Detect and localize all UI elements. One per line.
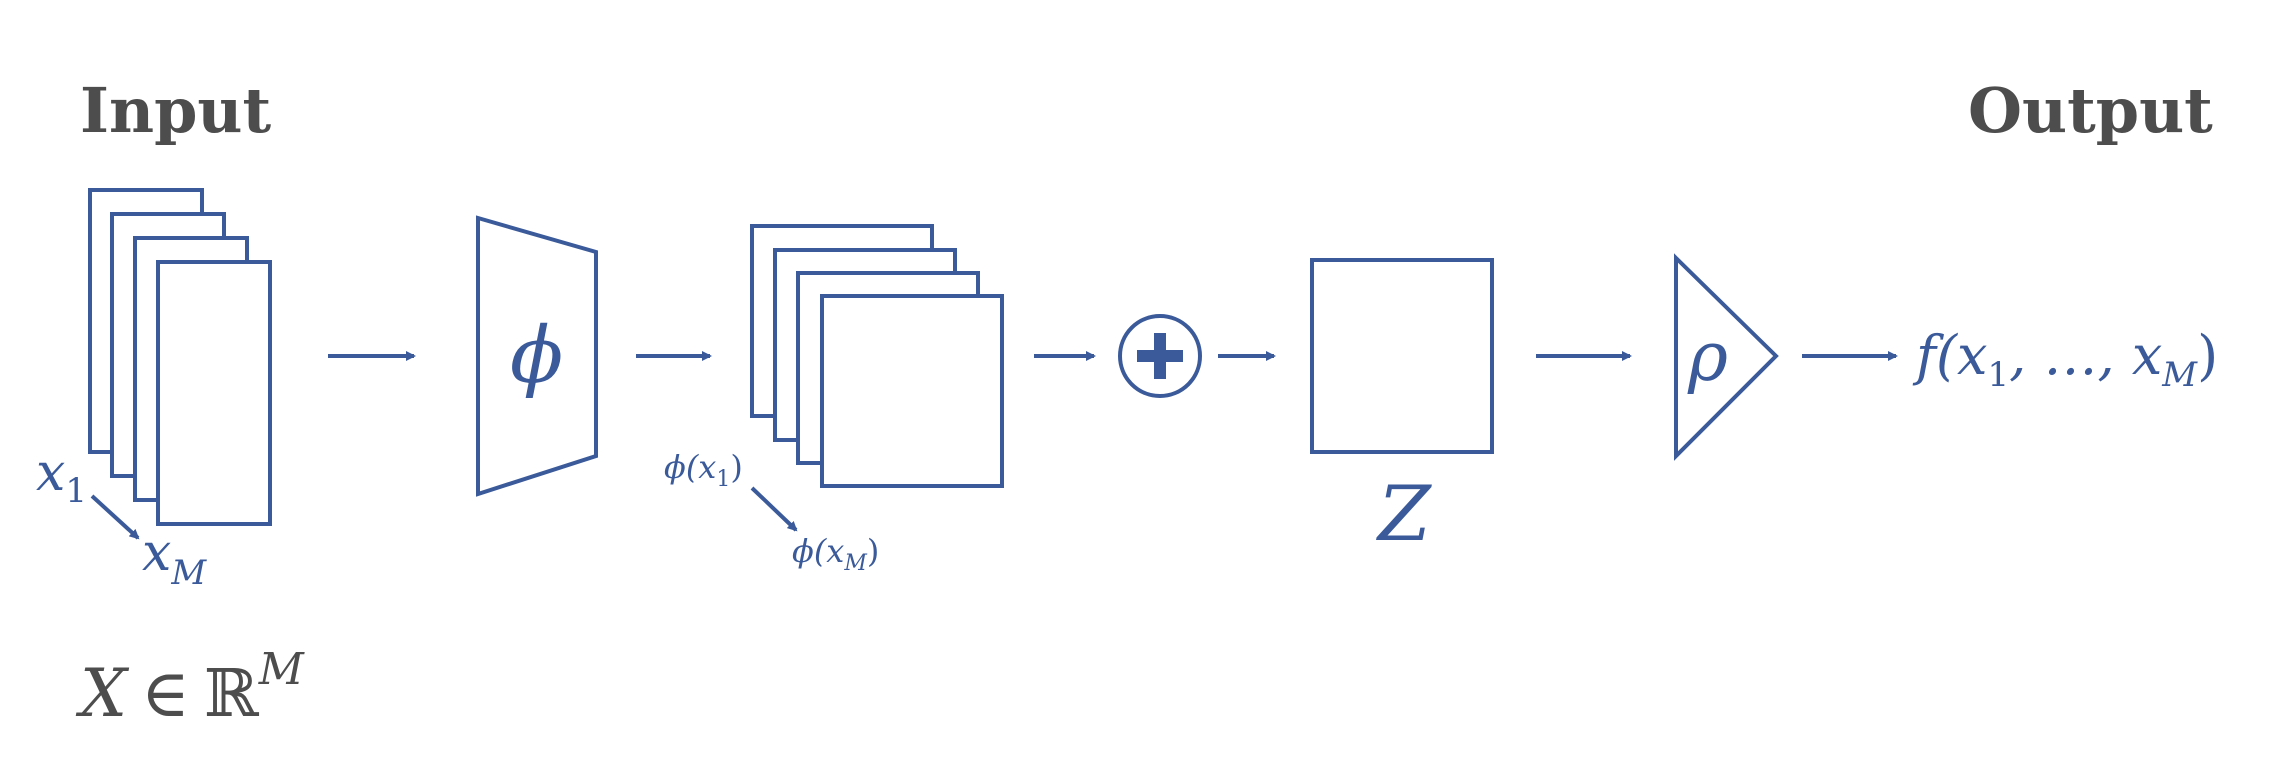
phi-encoder — [476, 215, 598, 497]
z-representation-box — [1310, 258, 1494, 454]
set-notation: X∈ℝM — [75, 644, 305, 732]
output-heading: Output — [1968, 74, 2213, 147]
input-set-stack — [88, 188, 272, 526]
sum-operator — [1118, 314, 1202, 398]
x1-to-xM-arrow — [90, 494, 140, 540]
x1-label: x1 — [36, 443, 87, 511]
embedding-card-4 — [820, 294, 1004, 488]
rho-decoder — [1674, 253, 1779, 461]
xM-label: xM — [142, 523, 207, 593]
embedding-stack — [750, 224, 1004, 488]
z-label: Z — [1376, 469, 1432, 558]
input-heading: Input — [80, 74, 272, 147]
phi-x1-label: ϕ(x1) — [664, 448, 743, 492]
phi-label: ϕ — [510, 311, 563, 401]
output-function-label: f(x1, …, xM) — [1912, 324, 2218, 395]
phi-x1-to-phi-xM-arrow — [750, 486, 798, 532]
input-card-4 — [156, 260, 272, 526]
rho-label: ρ — [1687, 318, 1728, 397]
phi-xM-label: ϕ(xM) — [792, 532, 879, 576]
plus-vertical-bar — [1154, 333, 1166, 379]
